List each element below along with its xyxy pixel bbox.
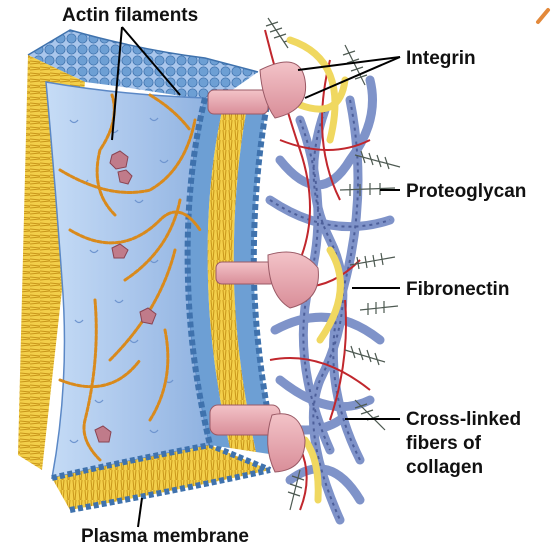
label-fibronectin: Fibronectin bbox=[406, 279, 509, 300]
label-collagen-line3: collagen bbox=[406, 457, 483, 478]
label-proteoglycan: Proteoglycan bbox=[406, 181, 526, 202]
label-collagen-line2: fibers of bbox=[406, 433, 482, 454]
leader-membrane bbox=[138, 498, 142, 527]
label-actin-filaments: Actin filaments bbox=[62, 5, 198, 26]
label-integrin: Integrin bbox=[406, 48, 476, 69]
label-plasma-membrane: Plasma membrane bbox=[81, 526, 249, 547]
label-collagen-line1: Cross-linked bbox=[406, 409, 521, 430]
corner-mark bbox=[538, 10, 548, 22]
